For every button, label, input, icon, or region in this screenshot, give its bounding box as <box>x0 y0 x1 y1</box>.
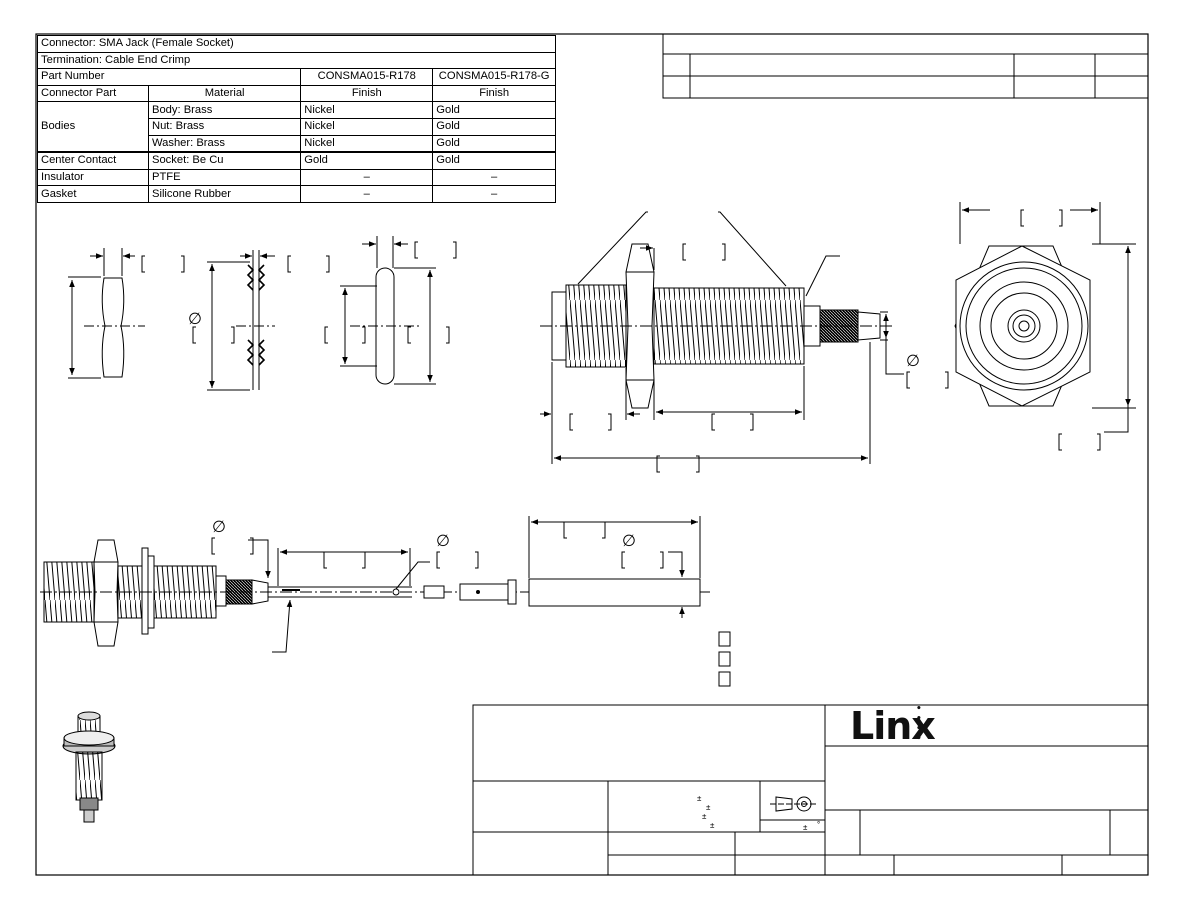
tolerance-block: ± ± ± ± ± ° <box>697 794 820 832</box>
nut-side-view <box>68 248 145 379</box>
part-cell: Center Contact <box>37 151 149 170</box>
plus-minus: ± <box>706 803 711 812</box>
gasket-side-view <box>340 236 436 385</box>
part-b: CONSMA015-R178-G <box>432 68 556 86</box>
revision-block <box>662 33 1149 99</box>
finish-a-cell: Gold <box>300 151 434 170</box>
dimension-brackets <box>141 209 1101 569</box>
finish-b-cell: Gold <box>432 151 556 170</box>
material-cell: Nut: Brass <box>147 117 302 136</box>
diameter-symbols: ∅ ∅ ∅ ∅ ∅ <box>188 311 920 550</box>
connector-part-label: Connector Part <box>37 84 149 103</box>
plus-minus: ± <box>710 821 715 830</box>
logo-text: Linx <box>850 704 936 748</box>
diameter-symbol: ∅ <box>188 311 202 328</box>
washer-side-view <box>207 250 275 391</box>
note-boxes <box>718 631 731 687</box>
diameter-symbol: ∅ <box>906 353 920 370</box>
plus-minus: ± <box>803 823 808 832</box>
material-cell: Silicone Rubber <box>147 185 302 203</box>
plus-minus: ± <box>697 794 702 803</box>
diameter-symbol: ∅ <box>212 519 226 536</box>
finish-a-cell: – <box>300 185 434 203</box>
finish-b-cell: – <box>432 185 556 203</box>
material-cell: Body: Brass <box>147 101 302 119</box>
connector-side-view <box>540 211 904 464</box>
linx-logo: Linx • • • • <box>850 704 936 748</box>
diameter-symbol: ∅ <box>436 533 450 550</box>
isometric-thumbnail <box>62 711 116 823</box>
connector-front-view <box>954 202 1136 433</box>
title-block <box>472 704 1149 876</box>
plus-minus: ± <box>702 812 707 821</box>
material-cell: Socket: Be Cu <box>147 151 302 170</box>
crimp-assembly-view <box>40 516 710 653</box>
logo-dots: • • • • <box>916 704 925 744</box>
spec-table: Connector: SMA Jack (Female Socket) Term… <box>36 35 556 203</box>
part-cell: Bodies <box>37 101 149 153</box>
degree-symbol: ° <box>817 820 820 829</box>
finish-a-cell: Nickel <box>300 117 434 136</box>
projection-icon <box>770 796 818 812</box>
sheet-border <box>35 33 1149 876</box>
diameter-symbol: ∅ <box>622 533 636 550</box>
finish-b-label: Finish <box>432 84 556 103</box>
part-cell: Gasket <box>37 185 149 203</box>
